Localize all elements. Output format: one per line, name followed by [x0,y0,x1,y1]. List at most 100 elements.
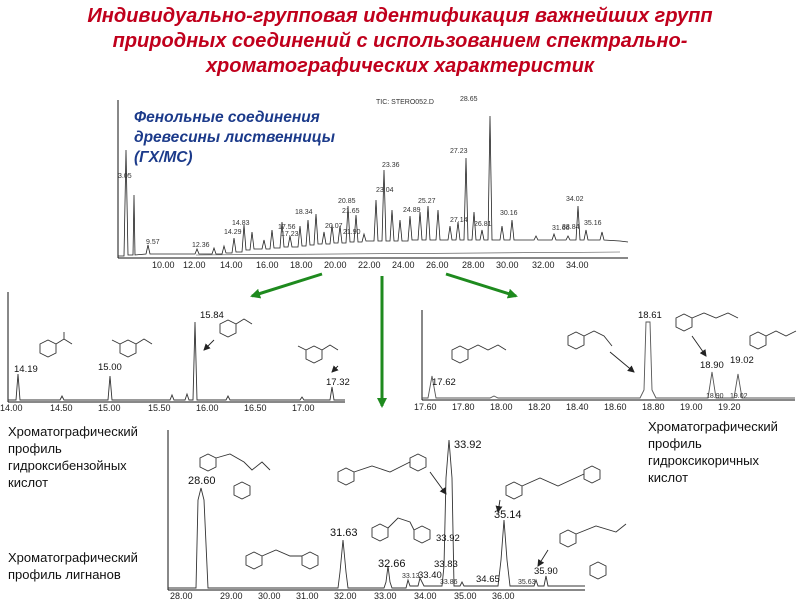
main-peak-4: 14.83 [232,220,250,227]
main-peak-9: 20.85 [338,198,356,205]
main-tic-label: TIC: STERO052.D [376,99,434,106]
molecule-lg-1a [199,453,217,472]
bottom-peak-6: 33.92 [454,439,482,451]
molecule-lg-3b [409,453,427,472]
molecule-hc-4-chain [765,330,797,337]
caption-hydroxybenzoic: Хроматографический профиль гидроксибензо… [8,423,138,491]
left-chromatogram: 14.00 14.50 15.00 15.50 16.00 16.50 17.0… [0,292,350,413]
right-tick-1: 17.80 [452,402,475,412]
molecule-hb-4 [305,345,323,364]
bottom-peak-10: 35.63 [518,579,536,586]
arrow-hc-2 [609,351,635,373]
molecule-lg-1b [233,481,251,500]
main-peak-14: 25.27 [418,198,436,205]
arrow-lg-6 [537,549,549,567]
label-line-3: (ГХ/МС) [134,149,193,166]
bottom-ticks: 28.00 29.00 30.00 31.00 32.00 33.00 34.0… [170,591,515,601]
left-tick-1: 14.50 [50,403,73,413]
main-peak-1: 9.57 [146,239,160,246]
main-baseline [195,251,621,256]
main-peak-22: 33.84 [562,224,580,231]
left-peak-0: 14.19 [14,364,38,375]
main-tick-9: 28.00 [462,260,485,270]
main-peak-3: 14.29 [224,229,242,236]
main-peak-7: 17.23 [281,231,299,238]
connector-arrows [250,272,518,408]
main-tick-7: 24.00 [392,260,415,270]
main-peak-16: 27.14 [450,217,468,224]
main-tick-12: 34.00 [566,260,589,270]
slide-title: Индивидуально-групповая идентификация ва… [0,4,800,79]
right-ticks: 17.60 17.80 18.00 18.20 18.40 18.60 18.8… [414,402,741,412]
bottom-tick-3: 31.00 [296,591,319,601]
caption-hb-line-1: Хроматографический [8,424,138,439]
main-tick-4: 18.00 [290,260,313,270]
right-peak-1: 18.61 [638,310,662,321]
title-line-1: Индивидуально-групповая идентификация ва… [87,5,713,27]
left-peak-labels: 14.19 15.00 15.84 17.32 [14,310,350,388]
right-tick-3: 18.20 [528,402,551,412]
arrow-hb-4 [331,365,339,373]
arrow-to-left [250,272,323,299]
molecule-lg-4b [413,525,431,544]
molecule-lg-6b [589,561,607,580]
bottom-peak-1: 31.63 [330,527,358,539]
main-trace [118,115,629,257]
lignan-structures [199,453,627,580]
left-peak-1: 15.00 [98,362,122,373]
bottom-small-peak-0: 33.86 [440,579,458,586]
bottom-tick-0: 28.00 [170,591,193,601]
molecule-hb-1-ester [55,332,73,345]
molecule-hb-4-ester [297,344,339,351]
right-tick-0: 17.60 [414,402,437,412]
caption-hc-line-3: гидроксикоричных [648,453,759,468]
molecule-lg-6a [559,529,577,548]
molecule-hc-2-chain [583,330,613,347]
bottom-peak-4: 33.40 [418,570,442,581]
right-small-peak-1: 19.02 [730,393,748,400]
left-tick-4: 16.00 [196,403,219,413]
main-peak-5: 17.56 [278,224,296,231]
main-peak-24: 35.16 [584,220,602,227]
right-tick-6: 18.80 [642,402,665,412]
caption-hc-line-2: профиль [648,436,702,451]
arrow-hc-3 [691,335,707,357]
right-tick-5: 18.60 [604,402,627,412]
hydroxycinnamic-structures [451,312,797,373]
molecule-lg-1-chain [215,453,271,471]
main-peak-labels: 3.05 9.57 12.36 14.29 14.83 17.56 18.34 … [118,96,602,249]
main-peak-20: 30.16 [500,210,518,217]
left-tick-5: 16.50 [244,403,267,413]
molecule-lg-5a [505,481,523,500]
right-peak-labels: 17.62 18.61 18.90 19.02 18.90 19.02 [432,310,754,400]
left-peak-2: 15.84 [200,310,224,321]
main-peak-21: 31.66 [552,225,570,232]
left-peak-3: 17.32 [326,377,350,388]
right-peak-3: 19.02 [730,355,754,366]
molecule-lg-4a [371,523,389,542]
caption-hc-line-1: Хроматографический [648,419,778,434]
molecule-hc-3-chain [691,312,739,319]
molecule-lg-2-chain [261,549,302,557]
main-peak-8: 20.07 [325,223,343,230]
label-line-2: древесины лиственницы [134,129,336,146]
left-tick-3: 15.50 [148,403,171,413]
bottom-peak-labels: 28.60 31.63 32.66 33.13 33.40 33.83 33.9… [188,439,558,586]
main-ticks: 10.00 12.00 14.00 16.00 18.00 20.00 22.0… [152,260,589,270]
molecule-hc-1-chain [467,344,507,351]
main-tick-10: 30.00 [496,260,519,270]
right-trace [422,321,795,399]
molecule-lg-2a [245,551,263,570]
caption-hydroxycinnamic: Хроматографический профиль гидроксикорич… [648,418,778,486]
molecule-hb-2 [119,339,137,358]
left-tick-0: 14.00 [0,403,23,413]
left-ticks: 14.00 14.50 15.00 15.50 16.00 16.50 17.0… [0,403,315,413]
molecule-hb-3-ester [235,318,253,325]
molecule-lg-3a [337,467,355,486]
right-tick-8: 19.20 [718,402,741,412]
main-tick-5: 20.00 [324,260,347,270]
main-peak-10: 21.65 [342,208,360,215]
arrow-to-right [445,272,518,299]
bottom-peak-2: 32.66 [378,558,406,570]
